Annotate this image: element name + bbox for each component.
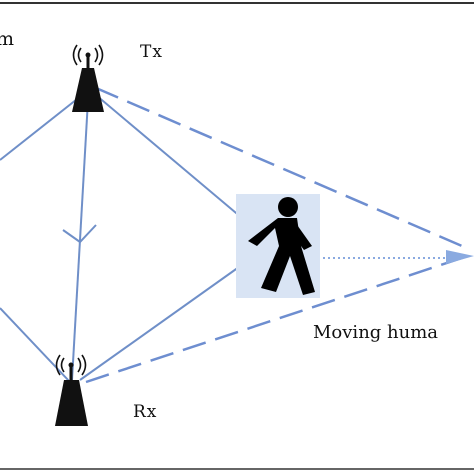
path-left-to-tx [0, 91, 87, 161]
rx-signal-waves [55, 354, 87, 376]
antenna-tower-icon [55, 354, 88, 426]
rx-base [55, 380, 88, 426]
path-tx-to-human [89, 89, 243, 219]
dashed-path-rx [85, 256, 463, 384]
antenna-tower-icon [72, 44, 104, 112]
direct-path-arrowhead [62, 224, 97, 244]
rx-label: Rx [133, 402, 158, 422]
path-human-to-rx [79, 261, 247, 381]
tx-base [72, 68, 104, 112]
path-left-to-rx [0, 307, 71, 383]
arrow-icon [446, 250, 474, 264]
tx-label: Tx [140, 42, 163, 62]
rx-antenna-mast [69, 366, 73, 380]
partial-left-label: m [0, 28, 15, 50]
tx-signal-waves [72, 44, 104, 66]
path-direct-tx-rx [71, 99, 89, 381]
tx-antenna-mast [86, 56, 90, 70]
moving-human-label: Moving huma [313, 322, 439, 343]
walking-person-icon [248, 197, 315, 295]
